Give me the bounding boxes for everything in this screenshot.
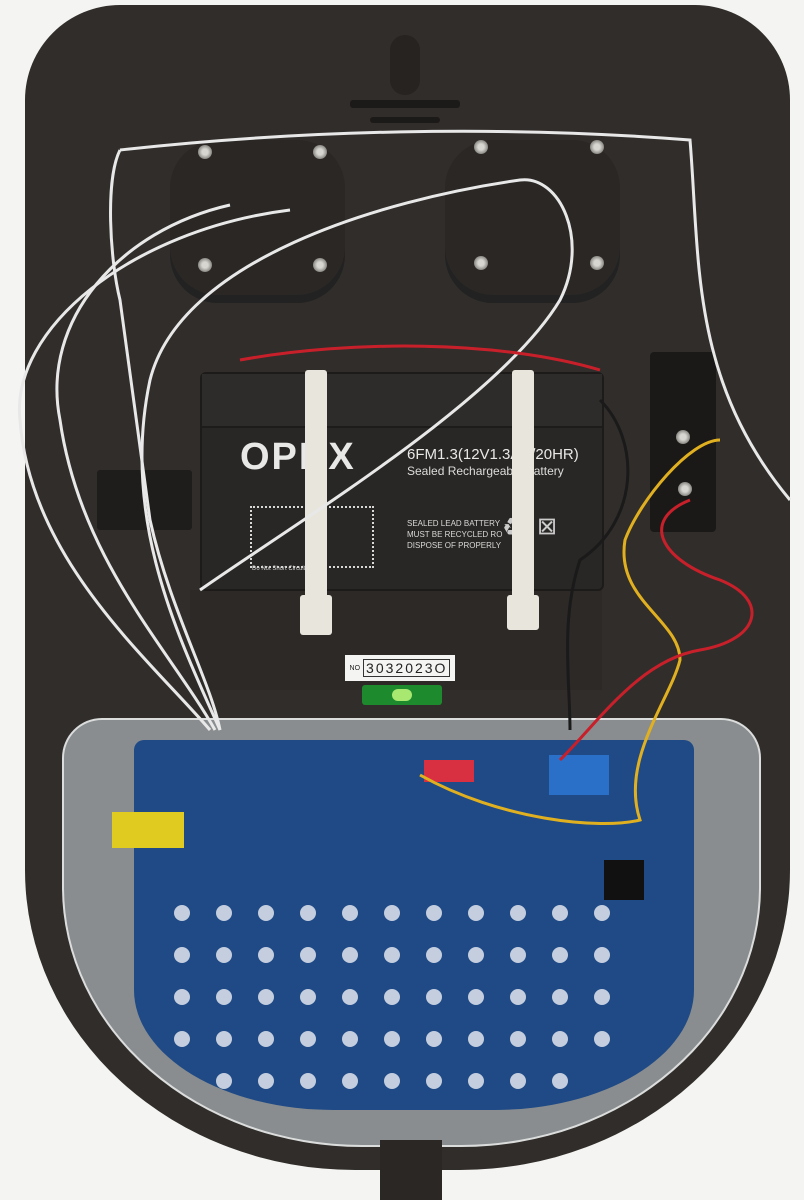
led xyxy=(258,905,274,921)
serial-prefix: NO xyxy=(349,664,361,672)
screw-icon xyxy=(590,256,604,270)
led xyxy=(426,1073,442,1089)
led xyxy=(510,947,526,963)
dip-switch xyxy=(424,760,474,782)
transformer xyxy=(112,812,184,848)
screw-icon xyxy=(474,256,488,270)
mount-stub xyxy=(380,1140,442,1200)
battery: OPBX 6FM1.3(12V1.3AH/20HR) Sealed Rechar… xyxy=(200,372,604,591)
led xyxy=(510,1031,526,1047)
transparent-cover xyxy=(62,718,761,1147)
yellow-wire xyxy=(419,438,721,826)
led xyxy=(426,905,442,921)
led xyxy=(426,1031,442,1047)
led xyxy=(300,1073,316,1089)
led xyxy=(426,989,442,1005)
led xyxy=(216,989,232,1005)
led xyxy=(384,989,400,1005)
led xyxy=(342,1031,358,1047)
led xyxy=(384,1031,400,1047)
led xyxy=(510,1073,526,1089)
led xyxy=(552,1073,568,1089)
screw-icon xyxy=(676,430,690,444)
led xyxy=(300,905,316,921)
red-wire xyxy=(558,498,754,762)
mounting-hole xyxy=(390,35,420,95)
led xyxy=(384,947,400,963)
battery-model: 6FM1.3(12V1.3AH/20HR) xyxy=(407,446,579,463)
speaker-right xyxy=(445,140,620,295)
led xyxy=(342,905,358,921)
serial-number: 3032023O xyxy=(363,659,451,677)
level-bubble xyxy=(392,689,412,701)
led xyxy=(174,1031,190,1047)
led xyxy=(426,947,442,963)
led xyxy=(552,947,568,963)
led xyxy=(468,947,484,963)
cable-tie xyxy=(512,370,534,600)
led xyxy=(216,1031,232,1047)
serial-label: NO 3032023O xyxy=(345,655,455,681)
led xyxy=(342,1073,358,1089)
led xyxy=(216,947,232,963)
led xyxy=(300,947,316,963)
warning-line: DISPOSE OF PROPERLY xyxy=(407,541,502,550)
led xyxy=(594,1031,610,1047)
led xyxy=(552,905,568,921)
battery-warning: SEALED LEAD BATTERY MUST BE RECYCLED RO … xyxy=(407,518,502,551)
screw-icon xyxy=(678,482,692,496)
led xyxy=(258,1031,274,1047)
vent-slot xyxy=(350,100,460,108)
screw-terminal xyxy=(549,755,609,795)
warning-line: SEALED LEAD BATTERY xyxy=(407,519,501,528)
screw-icon xyxy=(313,145,327,159)
led xyxy=(216,905,232,921)
led xyxy=(468,905,484,921)
bubble-level xyxy=(362,685,442,705)
led xyxy=(510,989,526,1005)
short-warning: Do Not Short Circuit xyxy=(252,566,306,572)
no-trash-icon: ⊠ xyxy=(537,513,558,540)
led xyxy=(216,1073,232,1089)
battery-top xyxy=(202,374,602,428)
cable-tie xyxy=(305,370,327,600)
led xyxy=(552,1031,568,1047)
screw-icon xyxy=(198,145,212,159)
segment-display xyxy=(604,860,644,900)
led xyxy=(258,1073,274,1089)
led xyxy=(594,989,610,1005)
warning-line: MUST BE RECYCLED RO xyxy=(407,530,503,539)
screw-icon xyxy=(590,140,604,154)
led xyxy=(174,989,190,1005)
led xyxy=(342,989,358,1005)
battery-brand: OPBX xyxy=(240,436,356,478)
led xyxy=(594,905,610,921)
led xyxy=(258,947,274,963)
cable-tie-head xyxy=(507,595,539,630)
cable-tie-head xyxy=(300,595,332,635)
led xyxy=(468,1031,484,1047)
led xyxy=(300,1031,316,1047)
led xyxy=(174,947,190,963)
led xyxy=(594,947,610,963)
led xyxy=(468,989,484,1005)
screw-icon xyxy=(198,258,212,272)
screw-icon xyxy=(313,258,327,272)
white-wires xyxy=(17,129,792,731)
led xyxy=(258,989,274,1005)
led xyxy=(174,905,190,921)
circuit-board xyxy=(134,740,694,1110)
led xyxy=(300,989,316,1005)
black-wire xyxy=(566,398,630,731)
led xyxy=(552,989,568,1005)
led xyxy=(342,947,358,963)
vent-slot xyxy=(370,117,440,123)
battery-red-wire xyxy=(239,344,601,372)
led xyxy=(384,1073,400,1089)
led xyxy=(510,905,526,921)
led xyxy=(468,1073,484,1089)
led xyxy=(384,905,400,921)
screw-icon xyxy=(474,140,488,154)
